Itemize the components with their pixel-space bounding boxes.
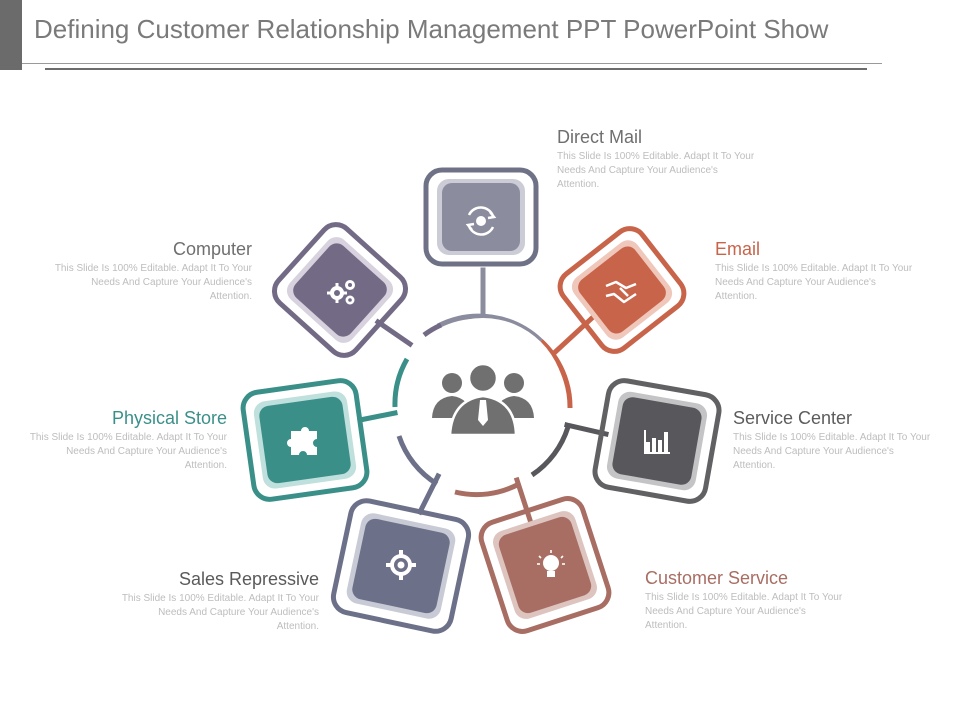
item-title: Computer: [172, 239, 252, 259]
item-description: This Slide Is 100% Editable. Adapt It To…: [715, 263, 913, 302]
title-accent-bar: [0, 0, 22, 70]
connector-computer: [374, 318, 414, 348]
item-customer-service: Customer Service This Slide Is 100% Edit…: [645, 567, 905, 633]
item-sales-repressive: Sales Repressive This Slide Is 100% Edit…: [59, 568, 319, 634]
item-description: This Slide Is 100% Editable. Adapt It To…: [121, 593, 319, 632]
item-title: Direct Mail: [557, 127, 643, 147]
lightbulb-icon: [537, 550, 565, 577]
ring-segment-service-center: [530, 426, 571, 478]
ring-segment-email: [539, 339, 573, 409]
people-group-icon: [432, 362, 534, 437]
item-title: Sales Repressive: [178, 569, 319, 589]
page-title: Defining Customer Relationship Managemen…: [34, 14, 829, 44]
item-description: This Slide Is 100% Editable. Adapt It To…: [733, 432, 931, 471]
puzzle-icon: [287, 427, 317, 455]
item-title: Physical Store: [111, 408, 227, 428]
connector-sales: [416, 472, 442, 516]
item-description: This Slide Is 100% Editable. Adapt It To…: [645, 592, 843, 631]
handshake-icon: [605, 280, 637, 304]
item-title: Customer Service: [645, 568, 789, 588]
item-title: Email: [715, 239, 761, 259]
ring-segment-direct-mail: [436, 313, 543, 343]
refresh-gear-icon: [465, 206, 497, 236]
item-physical-store: Physical Store This Slide Is 100% Editab…: [0, 407, 227, 473]
item-service-center: Service Center This Slide Is 100% Editab…: [733, 407, 960, 473]
target-gear-icon: [386, 550, 416, 580]
bar-chart-icon: [644, 430, 670, 454]
tile-service-center[interactable]: [592, 378, 722, 504]
item-description: This Slide Is 100% Editable. Adapt It To…: [54, 263, 252, 302]
item-email: Email This Slide Is 100% Editable. Adapt…: [715, 238, 960, 304]
ring-segment-physical-store: [392, 357, 410, 408]
item-title: Service Center: [733, 408, 853, 428]
connector-customer-service: [513, 476, 534, 524]
item-computer: Computer This Slide Is 100% Editable. Ad…: [0, 238, 252, 304]
title-divider-thick: [45, 68, 867, 70]
item-direct-mail: Direct Mail This Slide Is 100% Editable.…: [557, 126, 817, 192]
connector-physical-store: [357, 410, 398, 423]
item-description: This Slide Is 100% Editable. Adapt It To…: [557, 151, 755, 190]
ring-segment-computer: [422, 322, 443, 338]
title-divider: [22, 63, 882, 64]
ring-segment-customer-service: [454, 481, 521, 498]
gears-icon: [327, 280, 355, 305]
item-description: This Slide Is 100% Editable. Adapt It To…: [29, 432, 227, 471]
